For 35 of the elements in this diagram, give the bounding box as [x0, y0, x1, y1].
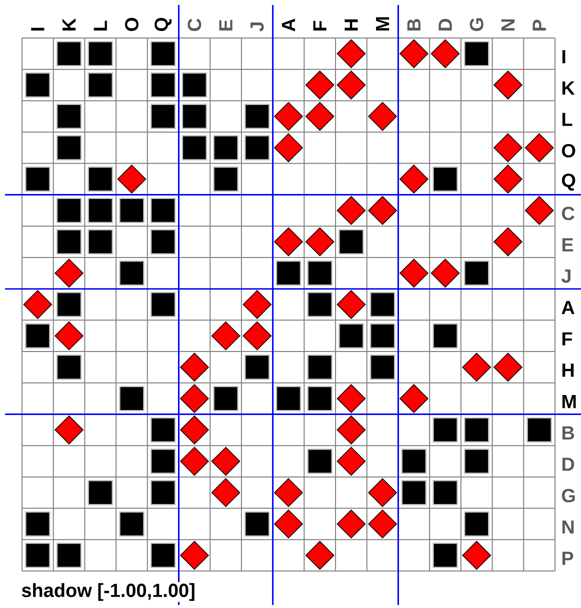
row-label: D	[562, 458, 574, 471]
column-label: M	[376, 17, 390, 31]
column-label: E	[219, 20, 232, 31]
row-label: A	[562, 300, 574, 314]
column-label: J	[250, 22, 264, 32]
column-label: Q	[154, 18, 172, 32]
row-label: K	[562, 82, 575, 95]
row-label: L	[562, 112, 572, 126]
column-label: G	[470, 18, 484, 32]
row-label: B	[562, 426, 574, 440]
caption: shadow [-1.00,1.00]	[20, 582, 196, 602]
row-label: E	[562, 238, 574, 252]
row-label: O	[562, 144, 576, 158]
column-label: D	[438, 18, 452, 31]
row-label: Q	[562, 174, 576, 191]
row-label: C	[562, 206, 574, 220]
column-label: F	[313, 20, 326, 31]
column-label: I	[31, 28, 44, 31]
row-label: J	[561, 270, 570, 283]
column-label: H	[344, 19, 358, 31]
column-label: B	[407, 18, 420, 31]
column-label: C	[188, 18, 202, 32]
column-label: P	[532, 20, 546, 31]
row-label: P	[562, 552, 574, 565]
column-label: O	[125, 18, 138, 32]
row-label: G	[562, 488, 575, 502]
row-label: N	[562, 520, 574, 534]
column-label: A	[282, 18, 296, 32]
column-label: L	[94, 20, 107, 31]
column-label: N	[501, 19, 514, 31]
column-label: K	[62, 18, 76, 31]
row-label: I	[562, 50, 566, 64]
row-label: F	[562, 332, 572, 346]
row-label: M	[562, 395, 576, 408]
row-label: H	[562, 364, 574, 377]
